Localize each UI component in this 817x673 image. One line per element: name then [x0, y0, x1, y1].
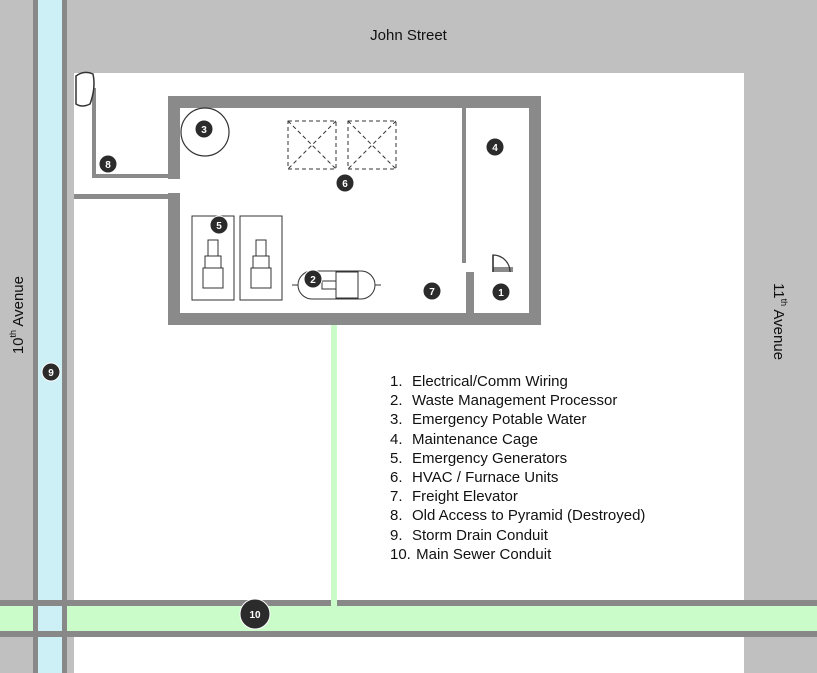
- marker-7: 7: [422, 281, 442, 301]
- pyramid-access-hatch: [75, 71, 95, 107]
- legend-item: 3.Emergency Potable Water: [390, 411, 587, 429]
- svg-text:6: 6: [342, 179, 348, 190]
- marker-1: 1: [491, 282, 511, 302]
- marker-10: 10: [239, 598, 271, 630]
- legend-item: 6.HVAC / Furnace Units: [390, 468, 559, 486]
- svg-text:9: 9: [48, 368, 54, 379]
- legend-item: 1.Electrical/Comm Wiring: [390, 373, 568, 390]
- svg-text:4: 4: [492, 143, 498, 154]
- legend-item: 4.Maintenance Cage: [390, 430, 538, 448]
- legend-item: 7.Freight Elevator: [390, 488, 518, 506]
- street-label-10th-avenue: 10th Avenue: [8, 276, 27, 355]
- street-label-11th-avenue: 11th Avenue: [770, 283, 789, 361]
- legend-item: 8.Old Access to Pyramid (Destroyed): [390, 507, 646, 525]
- svg-text:10: 10: [249, 610, 261, 621]
- marker-9: 9: [41, 362, 61, 382]
- marker-5: 5: [209, 215, 229, 235]
- legend-item: 5.Emergency Generators: [390, 449, 568, 467]
- old-access-tunnel: [92, 88, 96, 178]
- hvac-units: [287, 120, 397, 170]
- marker-4: 4: [485, 137, 505, 157]
- svg-text:5: 5: [216, 221, 222, 232]
- legend-item: 9.Storm Drain Conduit: [390, 526, 548, 544]
- storm-drain-conduit: [38, 0, 62, 673]
- svg-text:3: 3: [201, 125, 207, 136]
- svg-text:8: 8: [105, 160, 111, 171]
- marker-8: 8: [98, 154, 118, 174]
- legend-item: 2.Waste Management Processor: [390, 392, 618, 410]
- legend-item: 10. Main Sewer Conduit: [390, 545, 552, 563]
- main-sewer-conduit: [0, 606, 817, 631]
- svg-text:1: 1: [498, 288, 504, 299]
- marker-2: 2: [303, 269, 323, 289]
- waste-pipe: [331, 299, 337, 606]
- street-label-john: John Street: [370, 27, 447, 44]
- svg-text:2: 2: [310, 275, 316, 286]
- marker-3: 3: [194, 119, 214, 139]
- legend: 1.Electrical/Comm Wiring 2.Waste Managem…: [390, 372, 645, 564]
- svg-text:7: 7: [429, 287, 435, 298]
- marker-6: 6: [335, 173, 355, 193]
- maintenance-cage-room: [466, 108, 529, 263]
